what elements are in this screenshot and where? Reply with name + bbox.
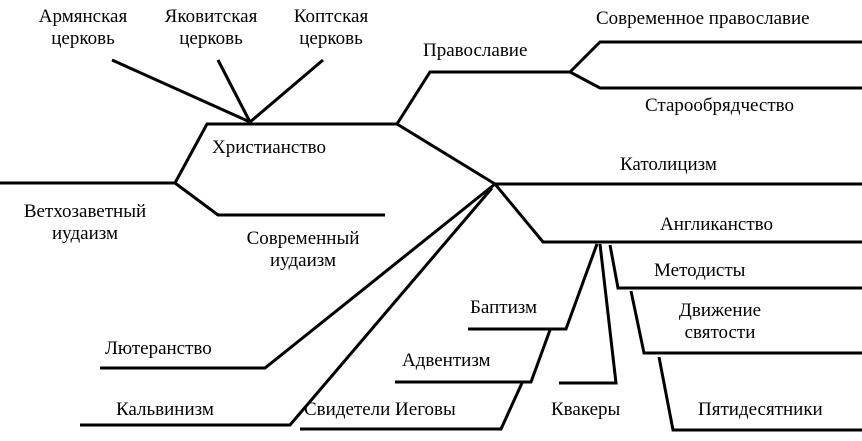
label-quakers: Квакеры [551, 399, 621, 420]
modern-judaism-branch [174, 181, 385, 217]
label-jacobite-church: Яковитская церковь [164, 6, 258, 49]
calvinism-branch [80, 187, 494, 427]
label-orthodoxy: Православие [423, 40, 528, 61]
jehovah-branch [300, 382, 524, 431]
label-anglicanism: Англиканство [660, 214, 773, 235]
jacobite-branch [216, 59, 252, 123]
label-adventism: Адвентизм [402, 350, 491, 371]
label-coptic-church: Коптская церковь [293, 6, 369, 49]
armenian-branch [111, 58, 251, 124]
western-branch [396, 122, 496, 186]
modern-orthodoxy-branch [568, 40, 862, 74]
label-modern-orthodoxy: Современное православие [596, 8, 810, 29]
holiness-branch [629, 290, 862, 355]
coptic-branch [249, 58, 324, 124]
label-pentecostals: Пятидесятники [698, 399, 823, 420]
label-catholicism: Католицизм [620, 154, 717, 175]
orthodoxy-branch [395, 70, 570, 125]
lutheranism-branch [100, 182, 496, 370]
christianity-branch [173, 122, 397, 184]
label-holiness-movement: Движение святости [678, 300, 762, 343]
quakers-branch [559, 243, 618, 385]
label-calvinism: Кальвинизм [116, 399, 214, 420]
anglicanism-branch [493, 183, 862, 244]
baptism-branch [468, 243, 599, 331]
pentecostals-branch [657, 356, 862, 432]
label-methodists: Методисты [654, 260, 746, 281]
old-believers-branch [569, 70, 862, 90]
label-old-believers: Старообрядчество [645, 95, 795, 116]
label-jehovahs-witnesses: Свидетели Иеговы [304, 399, 456, 420]
label-old-testament-judaism: Ветхозаветный иудаизм [23, 201, 147, 244]
label-christianity: Христианство [212, 137, 326, 158]
label-armenian-church: Армянская церковь [38, 6, 128, 49]
label-modern-judaism: Современный иудаизм [246, 228, 360, 271]
label-lutheranism: Лютеранство [105, 338, 212, 359]
methodists-branch [608, 244, 862, 290]
adventism-branch [395, 329, 552, 384]
label-baptism: Баптизм [470, 297, 537, 318]
